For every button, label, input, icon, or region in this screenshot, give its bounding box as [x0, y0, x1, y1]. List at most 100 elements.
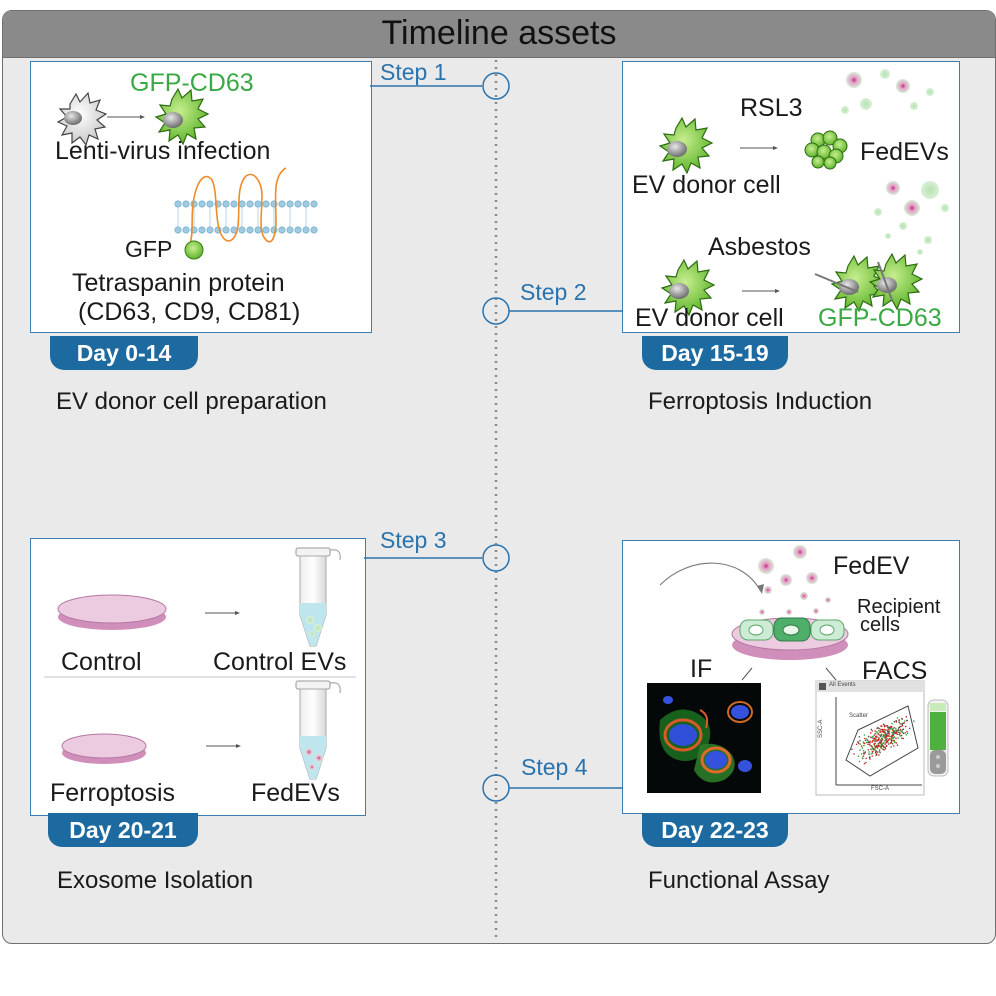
- facs-event-dot: [872, 737, 874, 739]
- facs-event-dot: [898, 733, 901, 736]
- facs-event-dot: [884, 743, 886, 745]
- facs-event-dot: [881, 744, 883, 746]
- facs-event-dot: [887, 728, 889, 731]
- step2-node: [482, 297, 510, 325]
- facs-event-dot: [895, 742, 898, 744]
- facs-event-dot: [875, 731, 878, 733]
- facs-event-dot: [892, 737, 894, 740]
- facs-event-dot: [884, 746, 886, 748]
- facs-event-dot: [871, 741, 873, 743]
- caption-step4: Functional Assay: [648, 867, 830, 894]
- facs-event-dot: [863, 734, 866, 736]
- p1-lenti-label: Lenti-virus infection: [55, 137, 271, 165]
- facs-event-dot: [888, 743, 890, 745]
- facs-event-dot: [900, 725, 902, 728]
- title-bar: Timeline assets: [3, 11, 995, 58]
- facs-event-dot: [883, 742, 885, 744]
- day-tab-4: Day 22-23: [642, 813, 788, 847]
- facs-event-dot: [882, 748, 884, 751]
- facs-event-dot: [878, 733, 880, 736]
- facs-event-dot: [869, 756, 871, 758]
- facs-event-dot: [898, 731, 900, 734]
- facs-event-dot: [883, 728, 886, 731]
- facs-event-dot: [881, 731, 883, 733]
- facs-event-dot: [906, 732, 909, 735]
- facs-event-dot: [859, 743, 861, 745]
- facs-event-dot: [885, 736, 887, 739]
- asbestos-treated-cells-icon: [814, 252, 924, 313]
- facs-event-dot: [880, 725, 883, 727]
- facs-event-dot: [871, 740, 874, 742]
- facs-event-dot: [894, 741, 896, 744]
- facs-event-dot: [876, 744, 878, 747]
- facs-event-dot: [878, 729, 880, 732]
- facs-event-dot: [875, 754, 877, 756]
- donor-cell-icon-2: [660, 258, 716, 317]
- step1-node: [482, 72, 510, 100]
- step-label-3: Step 3: [380, 527, 447, 553]
- facs-event-dot: [904, 732, 907, 734]
- facs-event-dot: [862, 749, 865, 752]
- caption-step3: Exosome Isolation: [57, 867, 254, 894]
- facs-event-dot: [874, 732, 876, 735]
- facs-event-dot: [899, 726, 901, 728]
- facs-event-dot: [863, 762, 866, 765]
- facs-event-dot: [890, 746, 892, 748]
- facs-event-dot: [890, 731, 893, 734]
- facs-event-dot: [871, 747, 874, 750]
- facs-event-dot: [877, 744, 880, 746]
- p1-gfp-cd63-label: GFP-CD63: [130, 69, 254, 97]
- facs-event-dot: [878, 727, 880, 730]
- day-tab-3: Day 20-21: [48, 813, 198, 847]
- p3-control-label: Control: [61, 648, 142, 676]
- facs-event-dot: [885, 738, 888, 741]
- day-tab-1: Day 0-14: [50, 336, 198, 370]
- facs-event-dot: [858, 736, 861, 738]
- facs-event-dot: [882, 734, 885, 736]
- p4-fedev-label: FedEV: [833, 552, 910, 580]
- facs-event-dot: [876, 747, 879, 749]
- facs-event-dot: [876, 745, 878, 748]
- facs-event-dot: [886, 724, 889, 727]
- facs-event-dot: [877, 745, 880, 748]
- facs-event-dot: [858, 760, 861, 763]
- facs-event-dot: [899, 728, 902, 731]
- gfp-cell-icon: [154, 87, 210, 146]
- facs-event-dot: [895, 737, 897, 739]
- facs-event-dot: [878, 749, 881, 751]
- facs-event-dot: [878, 737, 880, 739]
- facs-event-dot: [857, 742, 860, 745]
- facs-event-dot: [863, 753, 865, 755]
- p4-recipient-label: Recipient: [857, 596, 941, 618]
- facs-event-dot: [900, 722, 902, 725]
- facs-event-dot: [868, 741, 870, 744]
- facs-event-dot: [877, 742, 880, 745]
- facs-event-dot: [880, 742, 883, 744]
- facs-event-dot: [874, 746, 877, 749]
- facs-event-dot: [898, 729, 900, 732]
- facs-event-dot: [864, 751, 867, 753]
- facs-event-dot: [896, 744, 899, 746]
- facs-event-dot: [901, 723, 904, 725]
- facs-event-dot: [900, 734, 903, 737]
- p4-cells-label: cells: [860, 614, 901, 636]
- facs-event-dot: [904, 720, 906, 722]
- facs-event-dot: [878, 754, 880, 756]
- facs-event-dot: [870, 728, 873, 731]
- facs-event-dot: [887, 735, 889, 737]
- p1-gfp-label: GFP: [125, 236, 173, 262]
- facs-event-dot: [890, 740, 893, 743]
- facs-event-dot: [871, 745, 873, 748]
- facs-event-dot: [887, 726, 889, 729]
- curved-arrow-icon: [659, 562, 761, 591]
- facs-event-dot: [875, 740, 878, 742]
- facs-event-dot: [893, 745, 895, 747]
- facs-event-dot: [885, 729, 887, 731]
- facs-event-dot: [870, 753, 872, 755]
- facs-event-dot: [913, 720, 915, 722]
- facs-event-dot: [892, 733, 894, 735]
- p2-rsl3-label: RSL3: [740, 94, 803, 122]
- facs-header-label: All Events: [829, 682, 856, 688]
- facs-event-dot: [867, 749, 870, 751]
- facs-event-dot: [859, 749, 861, 751]
